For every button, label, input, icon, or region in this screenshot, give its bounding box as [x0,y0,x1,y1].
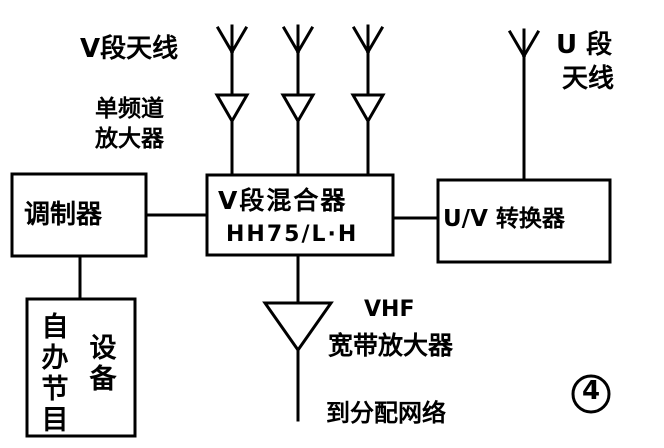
v-antenna-3 [351,24,385,97]
figure-number-circle [571,374,611,414]
vhf-amp-label-2: 宽带放大器 [328,331,454,360]
modulator-label: 调制器 [24,200,103,230]
single-channel-amp-3 [350,93,386,125]
v-antenna-2 [281,24,315,97]
single-channel-amp-1 [214,93,250,125]
v-antenna-1 [215,24,249,97]
single-channel-amp-label-1: 单频道 [95,96,164,122]
equipment-label: 设备 [89,333,117,395]
vhf-amp-label-1: VHF [364,297,415,322]
v-mixer-label-1: V段混合器 [218,186,348,215]
u-band-antenna-label-1: U 段 [556,30,613,60]
distribution-label: 到分配网络 [326,399,446,427]
v-mixer-label-2: HH75/L·H [226,222,359,247]
v-band-antenna-label: V段天线 [80,34,179,64]
self-program-label: 自办节目 [41,312,69,436]
single-channel-amp-label-2: 放大器 [95,126,164,152]
uv-converter-box [436,178,612,264]
u-antenna [507,28,541,182]
figure-number: 4 [581,376,601,406]
single-channel-amp-2 [280,93,316,125]
uv-converter-label: U/V 转换器 [443,206,565,232]
u-band-antenna-label-2: 天线 [562,64,615,94]
vhf-wideband-amp [262,301,334,353]
